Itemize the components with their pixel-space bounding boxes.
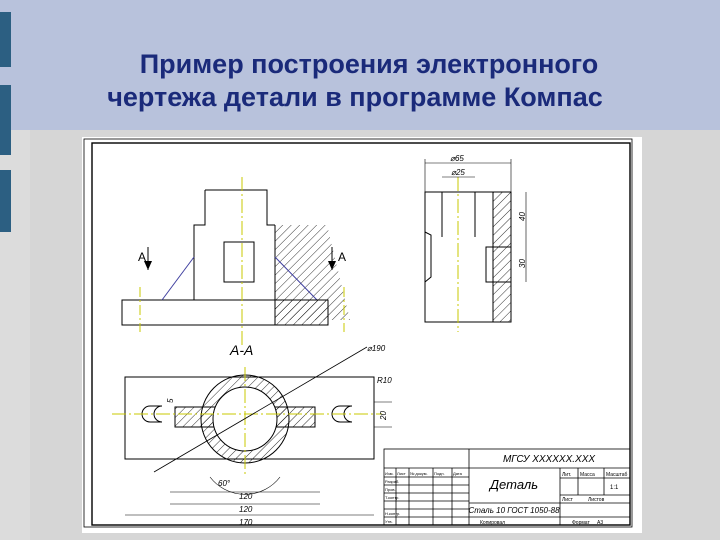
inner-frame xyxy=(91,142,631,526)
dim-d190: ⌀190 xyxy=(367,344,386,353)
outer-frame xyxy=(83,138,633,528)
stamp-mass: Масса xyxy=(580,472,595,478)
dim-60deg: 60° xyxy=(218,479,231,488)
dim-d65: ⌀65 xyxy=(450,154,464,163)
stamp-row-doc: № докум. xyxy=(410,471,428,476)
decor-bar-2 xyxy=(0,85,11,155)
title-line-1: Пример построения электронного xyxy=(139,49,599,79)
dim-5: 5 xyxy=(166,398,175,403)
stamp-part-name: Деталь xyxy=(488,477,538,492)
stamp-row-prov: Пров. xyxy=(385,487,396,492)
dim-120b: 120 xyxy=(239,505,253,514)
dim-d25: ⌀25 xyxy=(451,168,465,177)
section-marker-right: А xyxy=(338,250,346,264)
stamp-row-sign: Подп. xyxy=(434,471,445,476)
dim-20: 20 xyxy=(379,411,388,421)
title-line-2: чертежа детали в программе Компас xyxy=(107,82,603,112)
decor-bar-1 xyxy=(0,12,11,67)
dim-120a: 120 xyxy=(239,492,253,501)
stamp-row-list: Лист xyxy=(397,471,406,476)
stamp-scale-hdr: Масштаб xyxy=(606,472,628,478)
slide-title: Пример построения электронного чертежа д… xyxy=(0,48,720,114)
stamp-doc-code: МГСУ ХХХХХХ.ХХХ xyxy=(503,454,595,465)
section-marker-left: А xyxy=(138,250,146,264)
technical-drawing: А А ⌀65 ⌀25 40 30 А-А ⌀190 R1 xyxy=(82,137,642,533)
title-block xyxy=(383,448,631,526)
stamp-row-tkontr: Т.контр. xyxy=(385,495,400,500)
stamp-sheets: Листов xyxy=(588,497,605,503)
section-label: А-А xyxy=(229,342,253,358)
stamp-row-izm: Изм. xyxy=(385,471,394,476)
drawing-svg: А А ⌀65 ⌀25 40 30 А-А ⌀190 R1 xyxy=(83,138,633,528)
dim-30: 30 xyxy=(518,259,527,268)
stamp-row-razrab: Разраб. xyxy=(385,479,399,484)
decor-bar-3 xyxy=(0,170,11,232)
stamp-row-utv: Утв. xyxy=(385,519,393,524)
stamp-sheet: Лист xyxy=(562,497,574,503)
slide-header xyxy=(0,0,720,130)
dim-40: 40 xyxy=(518,212,527,221)
stamp-material: Сталь 10 ГОСТ 1050-88 xyxy=(468,506,560,515)
dim-r10: R10 xyxy=(377,376,392,385)
stamp-row-nkontr: Н.контр. xyxy=(385,511,400,516)
stamp-lit: Лит. xyxy=(562,472,571,478)
stamp-format: Формат xyxy=(572,520,590,526)
dim-170: 170 xyxy=(239,518,253,527)
section-view xyxy=(112,346,392,516)
stamp-scale: 1:1 xyxy=(610,485,619,491)
stamp-row-date: Дата xyxy=(453,471,463,476)
stamp-copied: Копировал xyxy=(480,520,505,526)
stamp-format-val: А3 xyxy=(597,520,603,526)
side-view xyxy=(424,159,527,332)
front-view xyxy=(121,177,350,347)
